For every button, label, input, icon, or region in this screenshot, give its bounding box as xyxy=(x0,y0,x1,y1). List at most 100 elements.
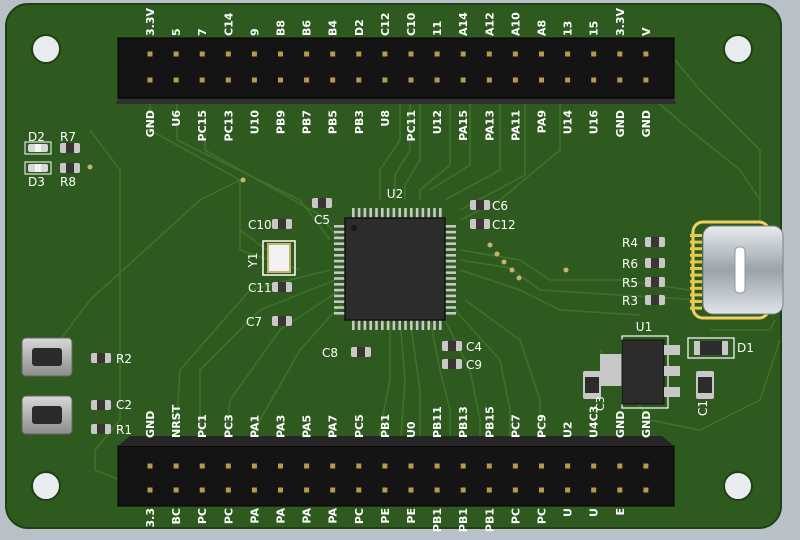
smd-parts xyxy=(24,141,665,434)
pin-label: U10 xyxy=(248,110,261,135)
pin-label: B4 xyxy=(327,20,340,36)
led-d2 xyxy=(24,141,52,155)
pin-label: PB1 xyxy=(457,508,470,532)
c5-designator: C5 xyxy=(314,213,330,227)
reset-button[interactable] xyxy=(21,337,73,377)
regulator-pin xyxy=(664,387,680,397)
mcu-pin xyxy=(427,208,430,219)
mcu-pin xyxy=(334,306,345,309)
diode-outline xyxy=(687,337,735,359)
header-pin xyxy=(591,487,597,493)
header-pin xyxy=(147,463,153,469)
pin-label: BC xyxy=(170,508,183,524)
mcu-pin xyxy=(363,208,367,219)
header-pin xyxy=(173,463,179,469)
pin-label: PB7 xyxy=(301,110,314,134)
header-pin xyxy=(539,51,544,57)
regulator-body xyxy=(621,339,665,405)
usb-pin xyxy=(690,293,702,297)
usb-pin xyxy=(690,286,702,290)
header-pin xyxy=(617,51,623,57)
c3-designator: C3 xyxy=(594,396,607,411)
mcu-pin xyxy=(392,319,396,330)
pin-label: PC xyxy=(509,508,522,524)
mounting-hole xyxy=(31,34,61,64)
capacitor-c9 xyxy=(442,359,462,369)
header-pin xyxy=(643,487,649,493)
pin-label: C10 xyxy=(405,12,418,36)
mcu-pin xyxy=(439,319,442,330)
r5-designator: R5 xyxy=(622,276,638,290)
usb-pin xyxy=(690,306,702,310)
pin-label: PC15 xyxy=(196,110,209,141)
mcu-body xyxy=(344,217,446,321)
pin-label: PA xyxy=(301,508,314,524)
header-pin xyxy=(408,487,414,493)
capacitor-c8 xyxy=(351,347,371,357)
pin-label: C14 xyxy=(222,12,235,36)
header-pin xyxy=(591,77,597,83)
header-pin xyxy=(486,463,492,469)
header-pin xyxy=(304,487,310,493)
mcu-pin xyxy=(445,294,456,298)
mcu-pin xyxy=(334,300,345,303)
mcu-pin xyxy=(445,230,456,234)
mcu-pin xyxy=(334,294,345,298)
header-pin xyxy=(643,51,649,57)
c10-designator: C10 xyxy=(248,218,272,232)
regulator-pin xyxy=(664,366,680,376)
mcu-pin xyxy=(439,208,442,219)
header-pin xyxy=(382,51,388,57)
capacitor-c11 xyxy=(272,282,292,292)
header-pin xyxy=(147,51,153,57)
resistor-r8 xyxy=(60,163,80,173)
mcu-pin xyxy=(445,306,456,309)
mcu-pin xyxy=(445,265,456,269)
pin-label: GND xyxy=(144,411,157,438)
pin-label: GND xyxy=(614,110,627,137)
top-header-pins xyxy=(147,51,649,83)
usb-pin xyxy=(690,247,702,251)
regulator-u1: U1 xyxy=(600,320,680,409)
pin-label: PC xyxy=(353,508,366,524)
mcu-pin xyxy=(334,254,345,257)
pin-label: PB5 xyxy=(327,110,340,134)
pin-label: B8 xyxy=(275,20,288,36)
header-pin xyxy=(382,77,388,83)
pin-label: U xyxy=(562,508,575,517)
pin-label: PC11 xyxy=(405,110,418,141)
pin-label: C12 xyxy=(379,13,392,36)
pin-label: PA xyxy=(327,508,340,524)
resistor-r4 xyxy=(645,237,665,247)
mcu-pin xyxy=(381,208,384,219)
boot-button[interactable] xyxy=(21,395,73,435)
header-pin xyxy=(382,487,388,493)
mcu-pin xyxy=(334,248,345,251)
header-pin xyxy=(617,463,623,469)
header-pin xyxy=(199,487,205,493)
pin-label: 7 xyxy=(196,28,209,36)
mcu-pin xyxy=(334,283,345,286)
header-pin xyxy=(330,463,336,469)
capacitor-c6 xyxy=(470,200,490,210)
mcu-pin xyxy=(421,319,425,330)
header-pin xyxy=(591,51,597,57)
header-pin xyxy=(225,463,231,469)
resistor-r1 xyxy=(91,424,111,434)
header-pin xyxy=(565,463,571,469)
header-pin xyxy=(460,463,466,469)
y1-designator: Y1 xyxy=(246,253,260,269)
header-pin xyxy=(512,77,518,83)
header-pin xyxy=(539,487,544,493)
header-pin xyxy=(460,51,466,57)
pin-label: PE xyxy=(405,508,418,524)
header-pin xyxy=(617,77,623,83)
header-pin xyxy=(643,463,649,469)
pin-label: PA9 xyxy=(536,110,549,133)
header-pin xyxy=(382,463,388,469)
header-pin xyxy=(278,77,283,83)
capacitor-c5 xyxy=(312,198,332,208)
